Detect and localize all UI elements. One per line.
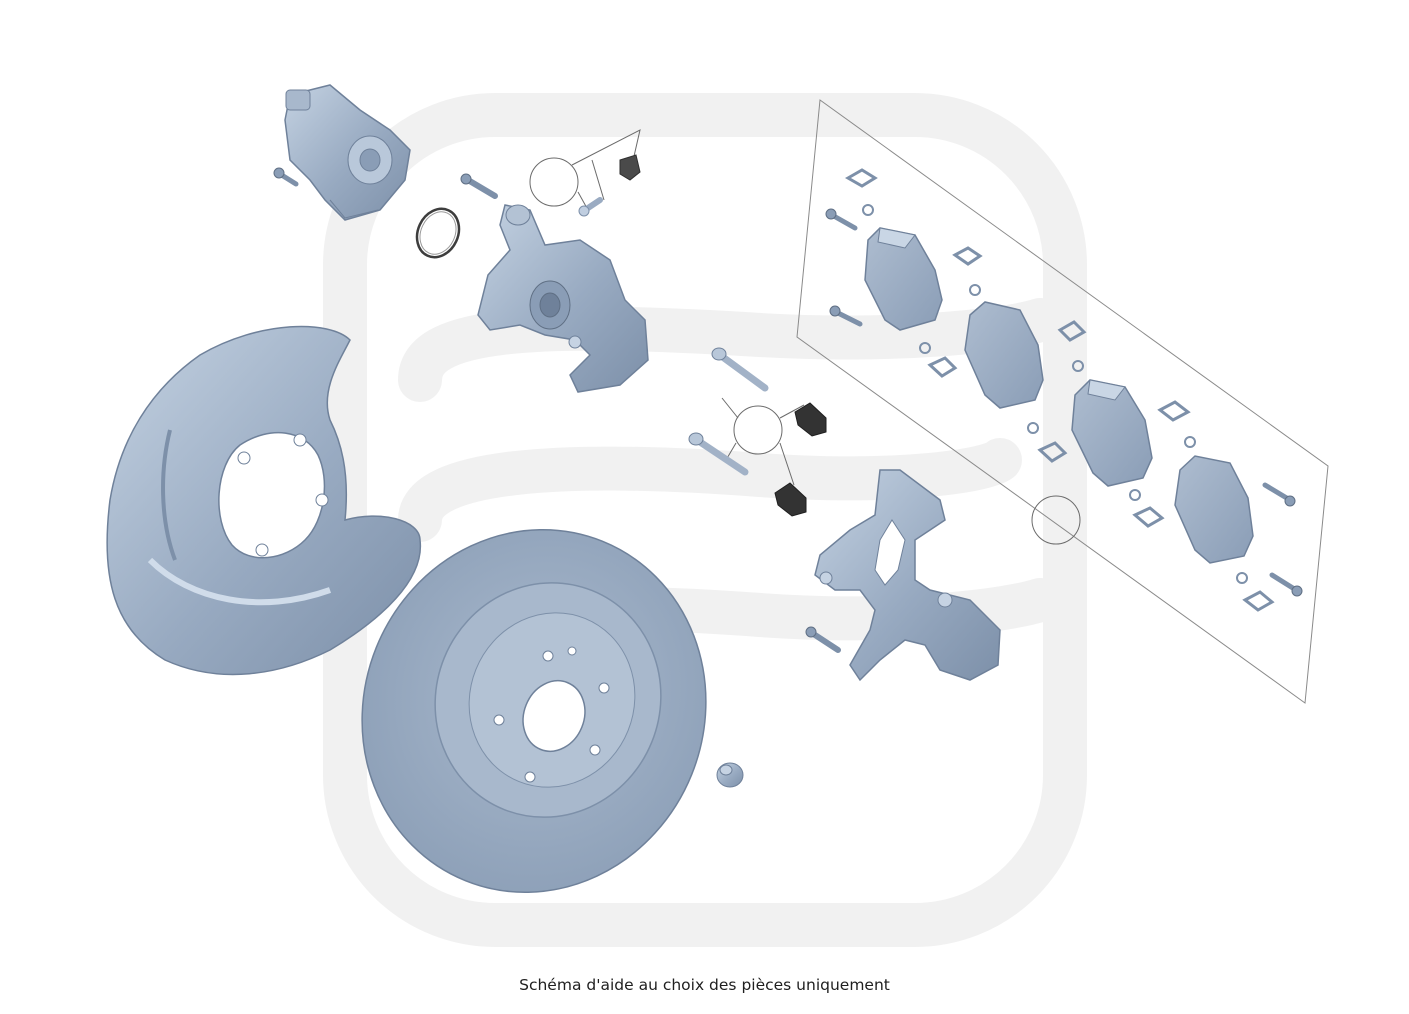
guide-pin-boot-lower[interactable] — [774, 482, 807, 517]
brake-disc[interactable] — [308, 478, 760, 945]
brake-caliper[interactable] — [477, 204, 649, 393]
bracket-bolt[interactable] — [805, 626, 841, 653]
disc-retaining-screw[interactable] — [716, 762, 744, 788]
o-ring-seal[interactable] — [409, 202, 466, 264]
diagram-caption: Schéma d'aide au choix des pièces unique… — [519, 976, 890, 994]
guide-pin-upper[interactable] — [711, 347, 769, 392]
electric-parking-brake-motor[interactable] — [284, 84, 411, 221]
bleeder-cap[interactable] — [619, 154, 641, 181]
guide-pin-boot-upper[interactable] — [794, 402, 827, 437]
guide-pin-lower[interactable] — [688, 432, 749, 476]
brake-dust-shield[interactable] — [106, 325, 422, 676]
bleeder-valve[interactable] — [578, 197, 603, 217]
caliper-bracket[interactable] — [814, 469, 1001, 682]
pad-set-frame — [796, 99, 1329, 704]
brake-pad-set[interactable] — [825, 168, 1303, 612]
caliper-bolt[interactable] — [460, 173, 498, 199]
motor-mounting-screw[interactable] — [273, 167, 299, 187]
